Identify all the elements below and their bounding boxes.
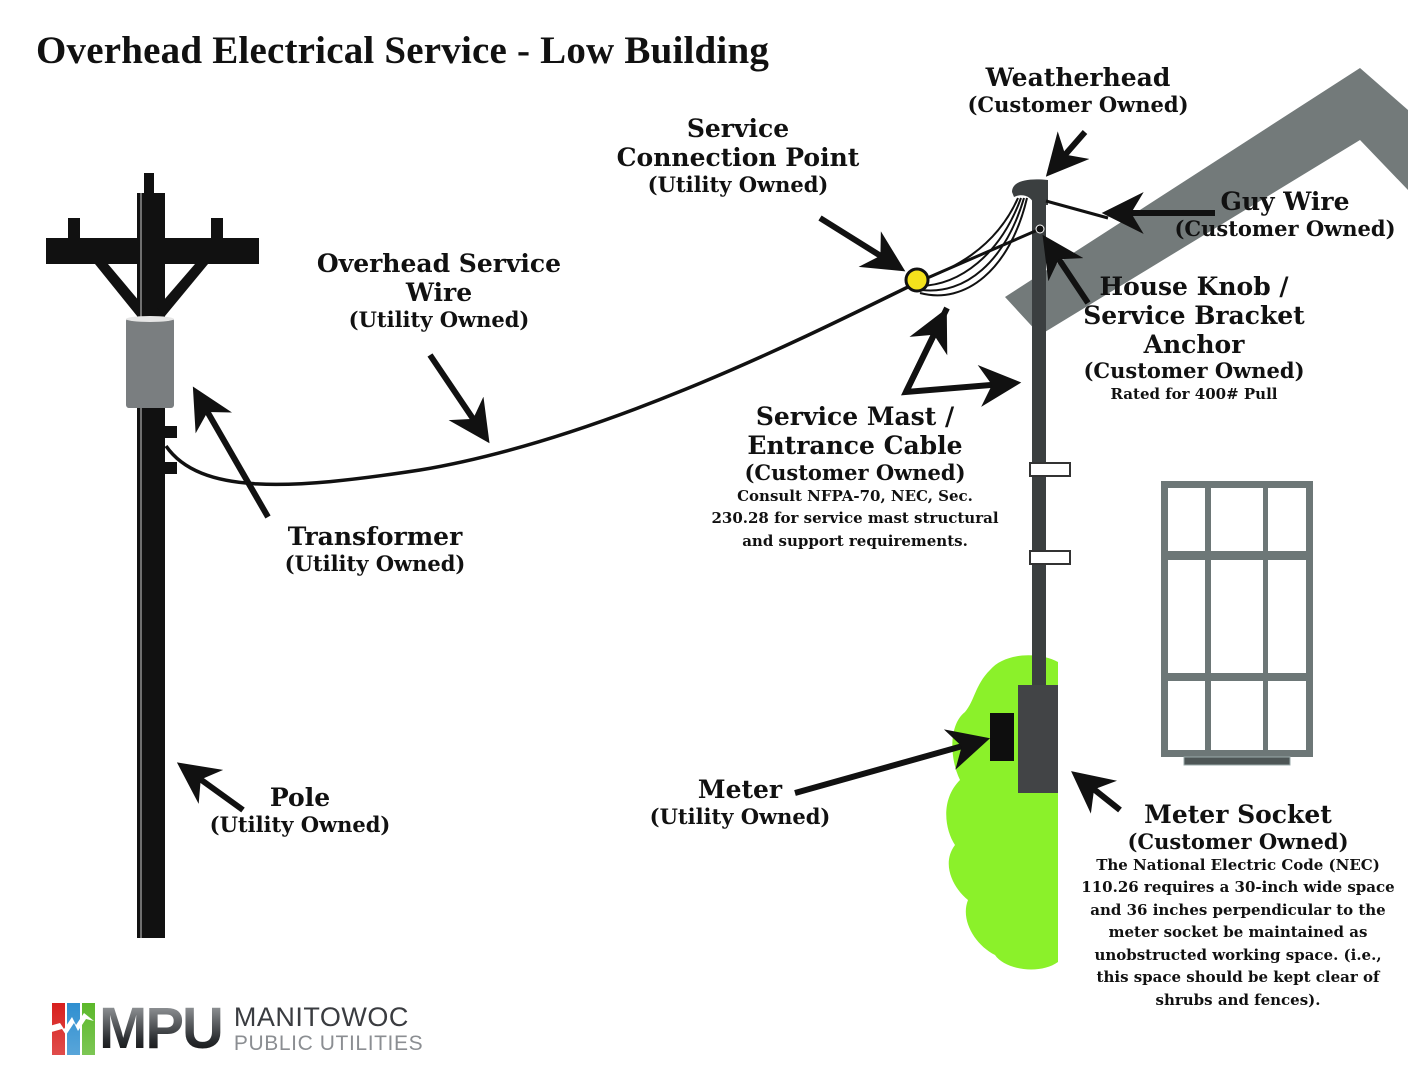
logo-mark: MPU xyxy=(99,996,224,1061)
label-title: Meter xyxy=(697,775,783,804)
label-note: 230.28 for service mast structural xyxy=(711,509,999,528)
label-title: Entrance Cable xyxy=(747,430,963,460)
logo-name-line1: MANITOWOC xyxy=(233,1002,409,1032)
service-mast xyxy=(1032,190,1046,690)
mast-strap xyxy=(1029,550,1071,565)
label-service-mast: Service Mast / Entrance Cable (Customer … xyxy=(695,402,1015,552)
label-title: Guy Wire xyxy=(1220,187,1350,216)
label-title: Wire xyxy=(405,277,473,307)
logo-bar-blue xyxy=(67,1003,80,1055)
label-title: Service Mast / xyxy=(755,402,955,431)
label-title: Connection Point xyxy=(616,142,860,172)
label-title: Weatherhead xyxy=(985,63,1171,92)
label-title: Service xyxy=(686,114,790,143)
label-owner: (Customer Owned) xyxy=(744,459,966,485)
label-note: and support requirements. xyxy=(742,531,968,550)
logo-bars xyxy=(46,1003,97,1055)
label-owner: (Customer Owned) xyxy=(1127,828,1349,854)
service-connection-point xyxy=(904,267,930,293)
lightning-bolt-icon xyxy=(46,1013,94,1035)
transformer xyxy=(126,318,174,408)
mast-strap xyxy=(1029,462,1071,477)
connection-point-arrow xyxy=(818,215,906,272)
label-title: Anchor xyxy=(1143,329,1245,359)
label-owner: (Utility Owned) xyxy=(649,803,831,829)
house-knob-arrow xyxy=(1042,234,1091,305)
meter-socket xyxy=(1018,685,1058,793)
guy-wire xyxy=(1045,199,1109,220)
label-owner: (Utility Owned) xyxy=(209,811,391,837)
entrance-cables xyxy=(917,197,1028,297)
label-service-connection-point: Service Connection Point (Utility Owned) xyxy=(608,114,868,197)
label-title: Service Bracket xyxy=(1083,300,1305,330)
label-overhead-service-wire: Overhead Service Wire (Utility Owned) xyxy=(300,249,578,332)
logo-name-line2: PUBLIC UTILITIES xyxy=(233,1032,424,1055)
label-note: meter socket be maintained as xyxy=(1108,923,1368,942)
meter xyxy=(990,713,1014,761)
window-sill xyxy=(1183,756,1291,766)
label-owner: (Utility Owned) xyxy=(284,550,466,576)
label-owner: (Customer Owned) xyxy=(1174,215,1396,241)
label-note: 110.26 requires a 30-inch wide space xyxy=(1081,878,1395,897)
label-note: unobstructed working space. (i.e., xyxy=(1094,945,1382,964)
window xyxy=(1161,481,1313,766)
label-note: and 36 inches perpendicular to the xyxy=(1090,900,1386,919)
label-owner: (Customer Owned) xyxy=(967,91,1189,117)
label-weatherhead: Weatherhead (Customer Owned) xyxy=(958,63,1198,117)
meter-socket-arrow xyxy=(1071,771,1122,814)
label-note: shrubs and fences). xyxy=(1155,990,1321,1009)
diagram-title: Overhead Electrical Service - Low Buildi… xyxy=(36,29,770,72)
label-title: Meter Socket xyxy=(1144,800,1332,829)
overhead-service-wire xyxy=(164,280,919,487)
label-owner: (Utility Owned) xyxy=(348,306,530,332)
label-guy-wire: Guy Wire (Customer Owned) xyxy=(1165,187,1405,241)
logo-text: MANITOWOC PUBLIC UTILITIES xyxy=(233,1002,424,1055)
service-mast-arrow-up xyxy=(903,308,948,394)
label-meter: Meter (Utility Owned) xyxy=(620,775,860,829)
pole-arrow xyxy=(176,762,245,813)
label-title: Pole xyxy=(269,783,331,812)
overhead-wire-arrow xyxy=(427,353,490,444)
label-pole: Pole (Utility Owned) xyxy=(180,783,420,837)
label-house-knob: House Knob / Service Bracket Anchor (Cus… xyxy=(1070,272,1318,406)
roof xyxy=(1005,68,1408,335)
mpu-logo: MPU MANITOWOC PUBLIC UTILITIES xyxy=(46,996,424,1061)
transformer-arrow xyxy=(192,386,271,519)
weatherhead-arrow xyxy=(1045,130,1090,177)
label-note: Consult NFPA-70, NEC, Sec. xyxy=(737,486,973,505)
label-title: Transformer xyxy=(287,522,463,551)
label-note: Rated for 400# Pull xyxy=(1110,385,1278,404)
house-knob xyxy=(1035,224,1045,234)
meter-arrow xyxy=(794,729,991,796)
service-mast-arrow xyxy=(900,306,1022,407)
weatherhead xyxy=(1012,179,1048,205)
label-title: Overhead Service xyxy=(316,249,562,278)
label-transformer: Transformer (Utility Owned) xyxy=(255,522,495,576)
label-note: The National Electric Code (NEC) xyxy=(1096,855,1380,874)
label-owner: (Utility Owned) xyxy=(647,171,829,197)
label-note: this space should be kept clear of xyxy=(1096,968,1380,987)
label-owner: (Customer Owned) xyxy=(1083,358,1305,384)
label-title: House Knob / xyxy=(1099,272,1289,301)
label-meter-socket: Meter Socket (Customer Owned) The Nation… xyxy=(1078,800,1398,1011)
